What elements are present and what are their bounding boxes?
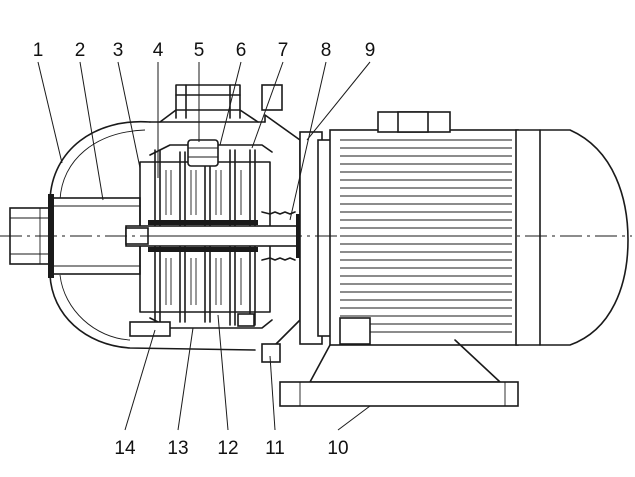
callout-13: 13 [167, 438, 188, 459]
callout-4: 4 [153, 40, 164, 61]
callout-14: 14 [114, 438, 136, 459]
callout-7: 7 [278, 40, 289, 61]
drain-plug [129, 313, 255, 337]
vent-plug [187, 139, 219, 167]
motor-body [329, 111, 629, 346]
callout-9: 9 [365, 40, 376, 61]
callout-1: 1 [33, 40, 44, 61]
outlet-nozzle [159, 84, 259, 123]
callout-2: 2 [75, 40, 86, 61]
leader-lines [37, 61, 371, 431]
callout-10: 10 [327, 438, 348, 459]
callout-labels: 1 2 3 4 5 6 7 8 9 10 11 12 13 14 [33, 40, 376, 459]
callout-3: 3 [113, 40, 124, 61]
callout-5: 5 [194, 40, 205, 61]
callout-11: 11 [265, 438, 285, 459]
motor-base [279, 339, 519, 407]
callout-6: 6 [236, 40, 247, 61]
motor-flange [261, 84, 333, 363]
callout-8: 8 [321, 40, 332, 61]
callout-12: 12 [217, 438, 238, 459]
